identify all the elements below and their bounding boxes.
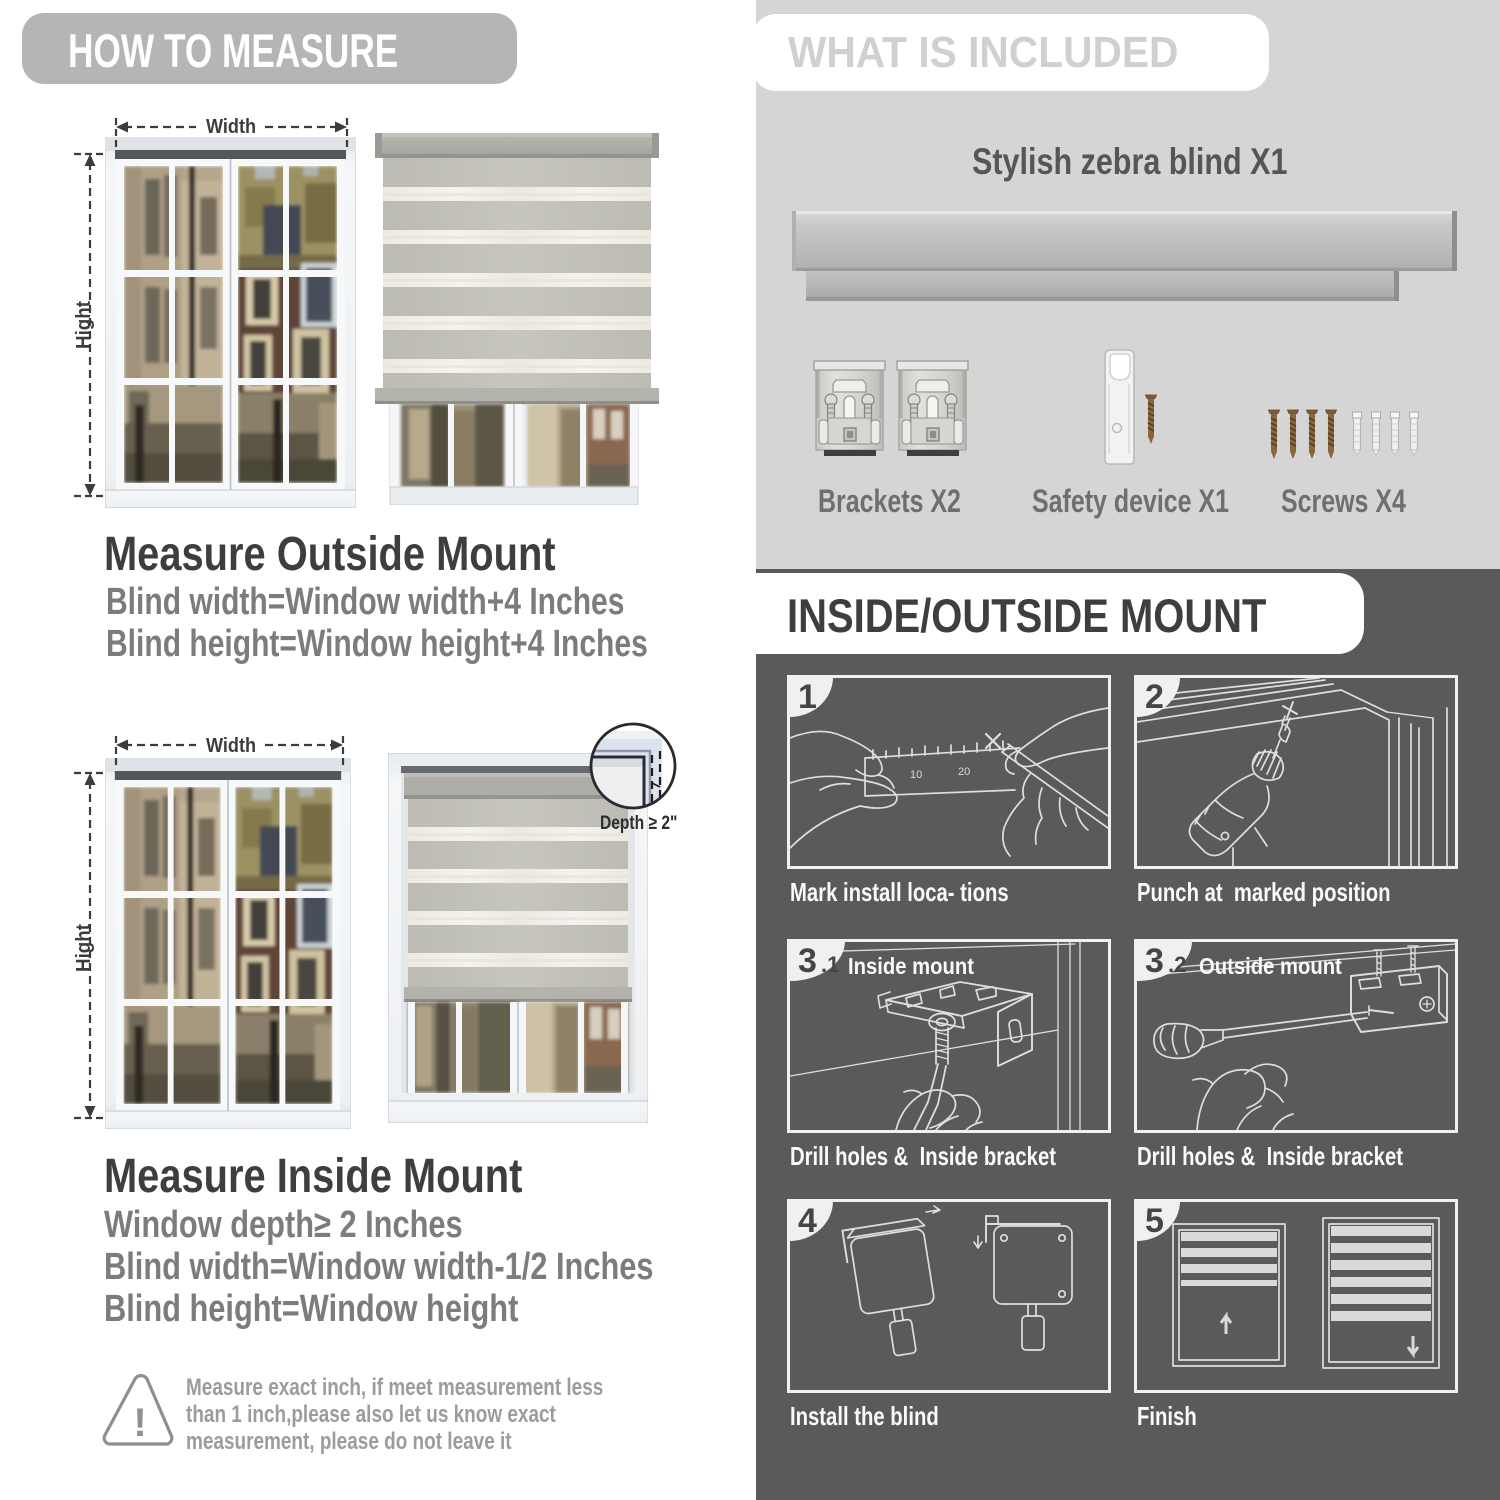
svg-text:20: 20 — [958, 766, 970, 778]
svg-text:Width: Width — [206, 735, 256, 757]
svg-text:Hight: Hight — [73, 301, 95, 349]
svg-text:!: ! — [133, 1401, 146, 1445]
svg-text:Hight: Hight — [73, 924, 95, 972]
svg-text:10: 10 — [910, 769, 922, 781]
svg-text:Width: Width — [206, 116, 256, 138]
